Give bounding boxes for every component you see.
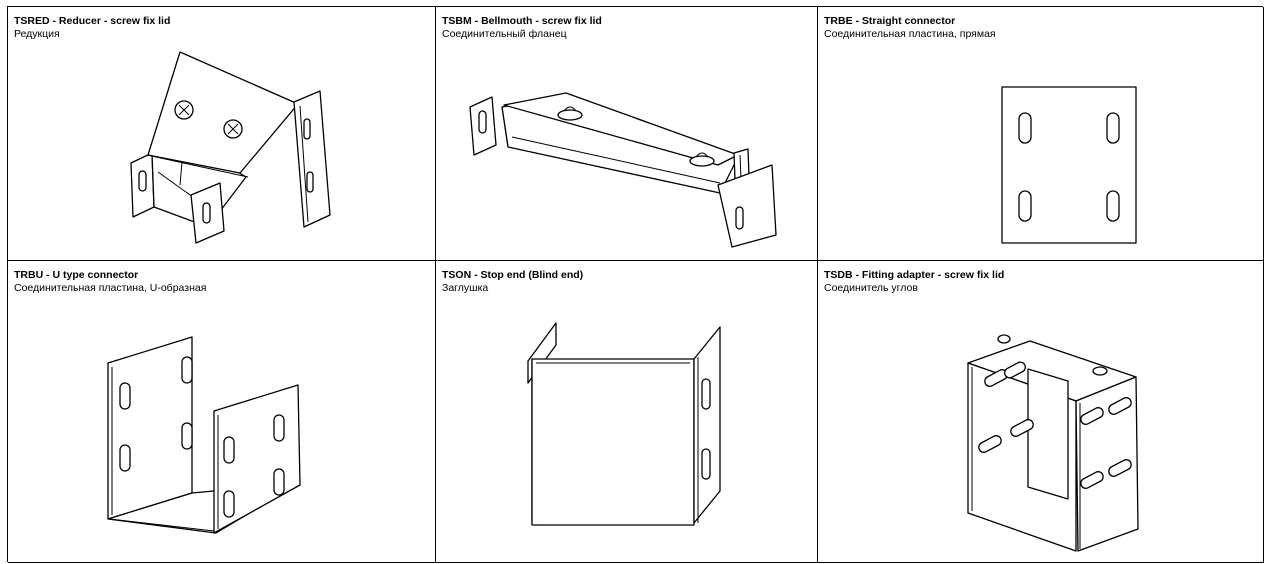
product-title: TSRED - Reducer - screw fix lid xyxy=(14,15,171,27)
product-grid: TSRED - Reducer - screw fix lid Редукция xyxy=(7,6,1264,563)
product-subtitle: Соединительная пластина, прямая xyxy=(824,28,996,40)
product-title: TSBM - Bellmouth - screw fix lid xyxy=(442,15,602,27)
product-subtitle: Заглушка xyxy=(442,282,489,294)
straight-connector-drawing xyxy=(818,7,1264,261)
product-title: TSON - Stop end (Blind end) xyxy=(442,269,584,281)
product-cell-straight-connector: TRBE - Straight connector Соединительная… xyxy=(818,7,1264,261)
product-cell-bellmouth: TSBM - Bellmouth - screw fix lid Соедини… xyxy=(436,7,818,261)
product-title: TRBE - Straight connector xyxy=(824,15,956,27)
product-cell-u-connector: TRBU - U type connector Соединительная п… xyxy=(8,261,436,563)
product-subtitle: Соединитель углов xyxy=(824,282,918,294)
product-cell-reducer: TSRED - Reducer - screw fix lid Редукция xyxy=(8,7,436,261)
u-connector-drawing xyxy=(8,261,436,563)
product-subtitle: Соединительная пластина, U-образная xyxy=(14,282,207,294)
reducer-drawing xyxy=(8,7,436,261)
fitting-adapter-drawing xyxy=(818,261,1264,563)
product-cell-fitting-adapter: TSDB - Fitting adapter - screw fix lid С… xyxy=(818,261,1264,563)
product-subtitle: Редукция xyxy=(14,28,60,40)
bellmouth-drawing xyxy=(436,7,818,261)
product-title: TSDB - Fitting adapter - screw fix lid xyxy=(824,269,1005,281)
product-title: TRBU - U type connector xyxy=(14,269,139,281)
product-cell-stop-end: TSON - Stop end (Blind end) Заглушка xyxy=(436,261,818,563)
product-subtitle: Соединительный фланец xyxy=(442,28,567,40)
stop-end-drawing xyxy=(436,261,818,563)
